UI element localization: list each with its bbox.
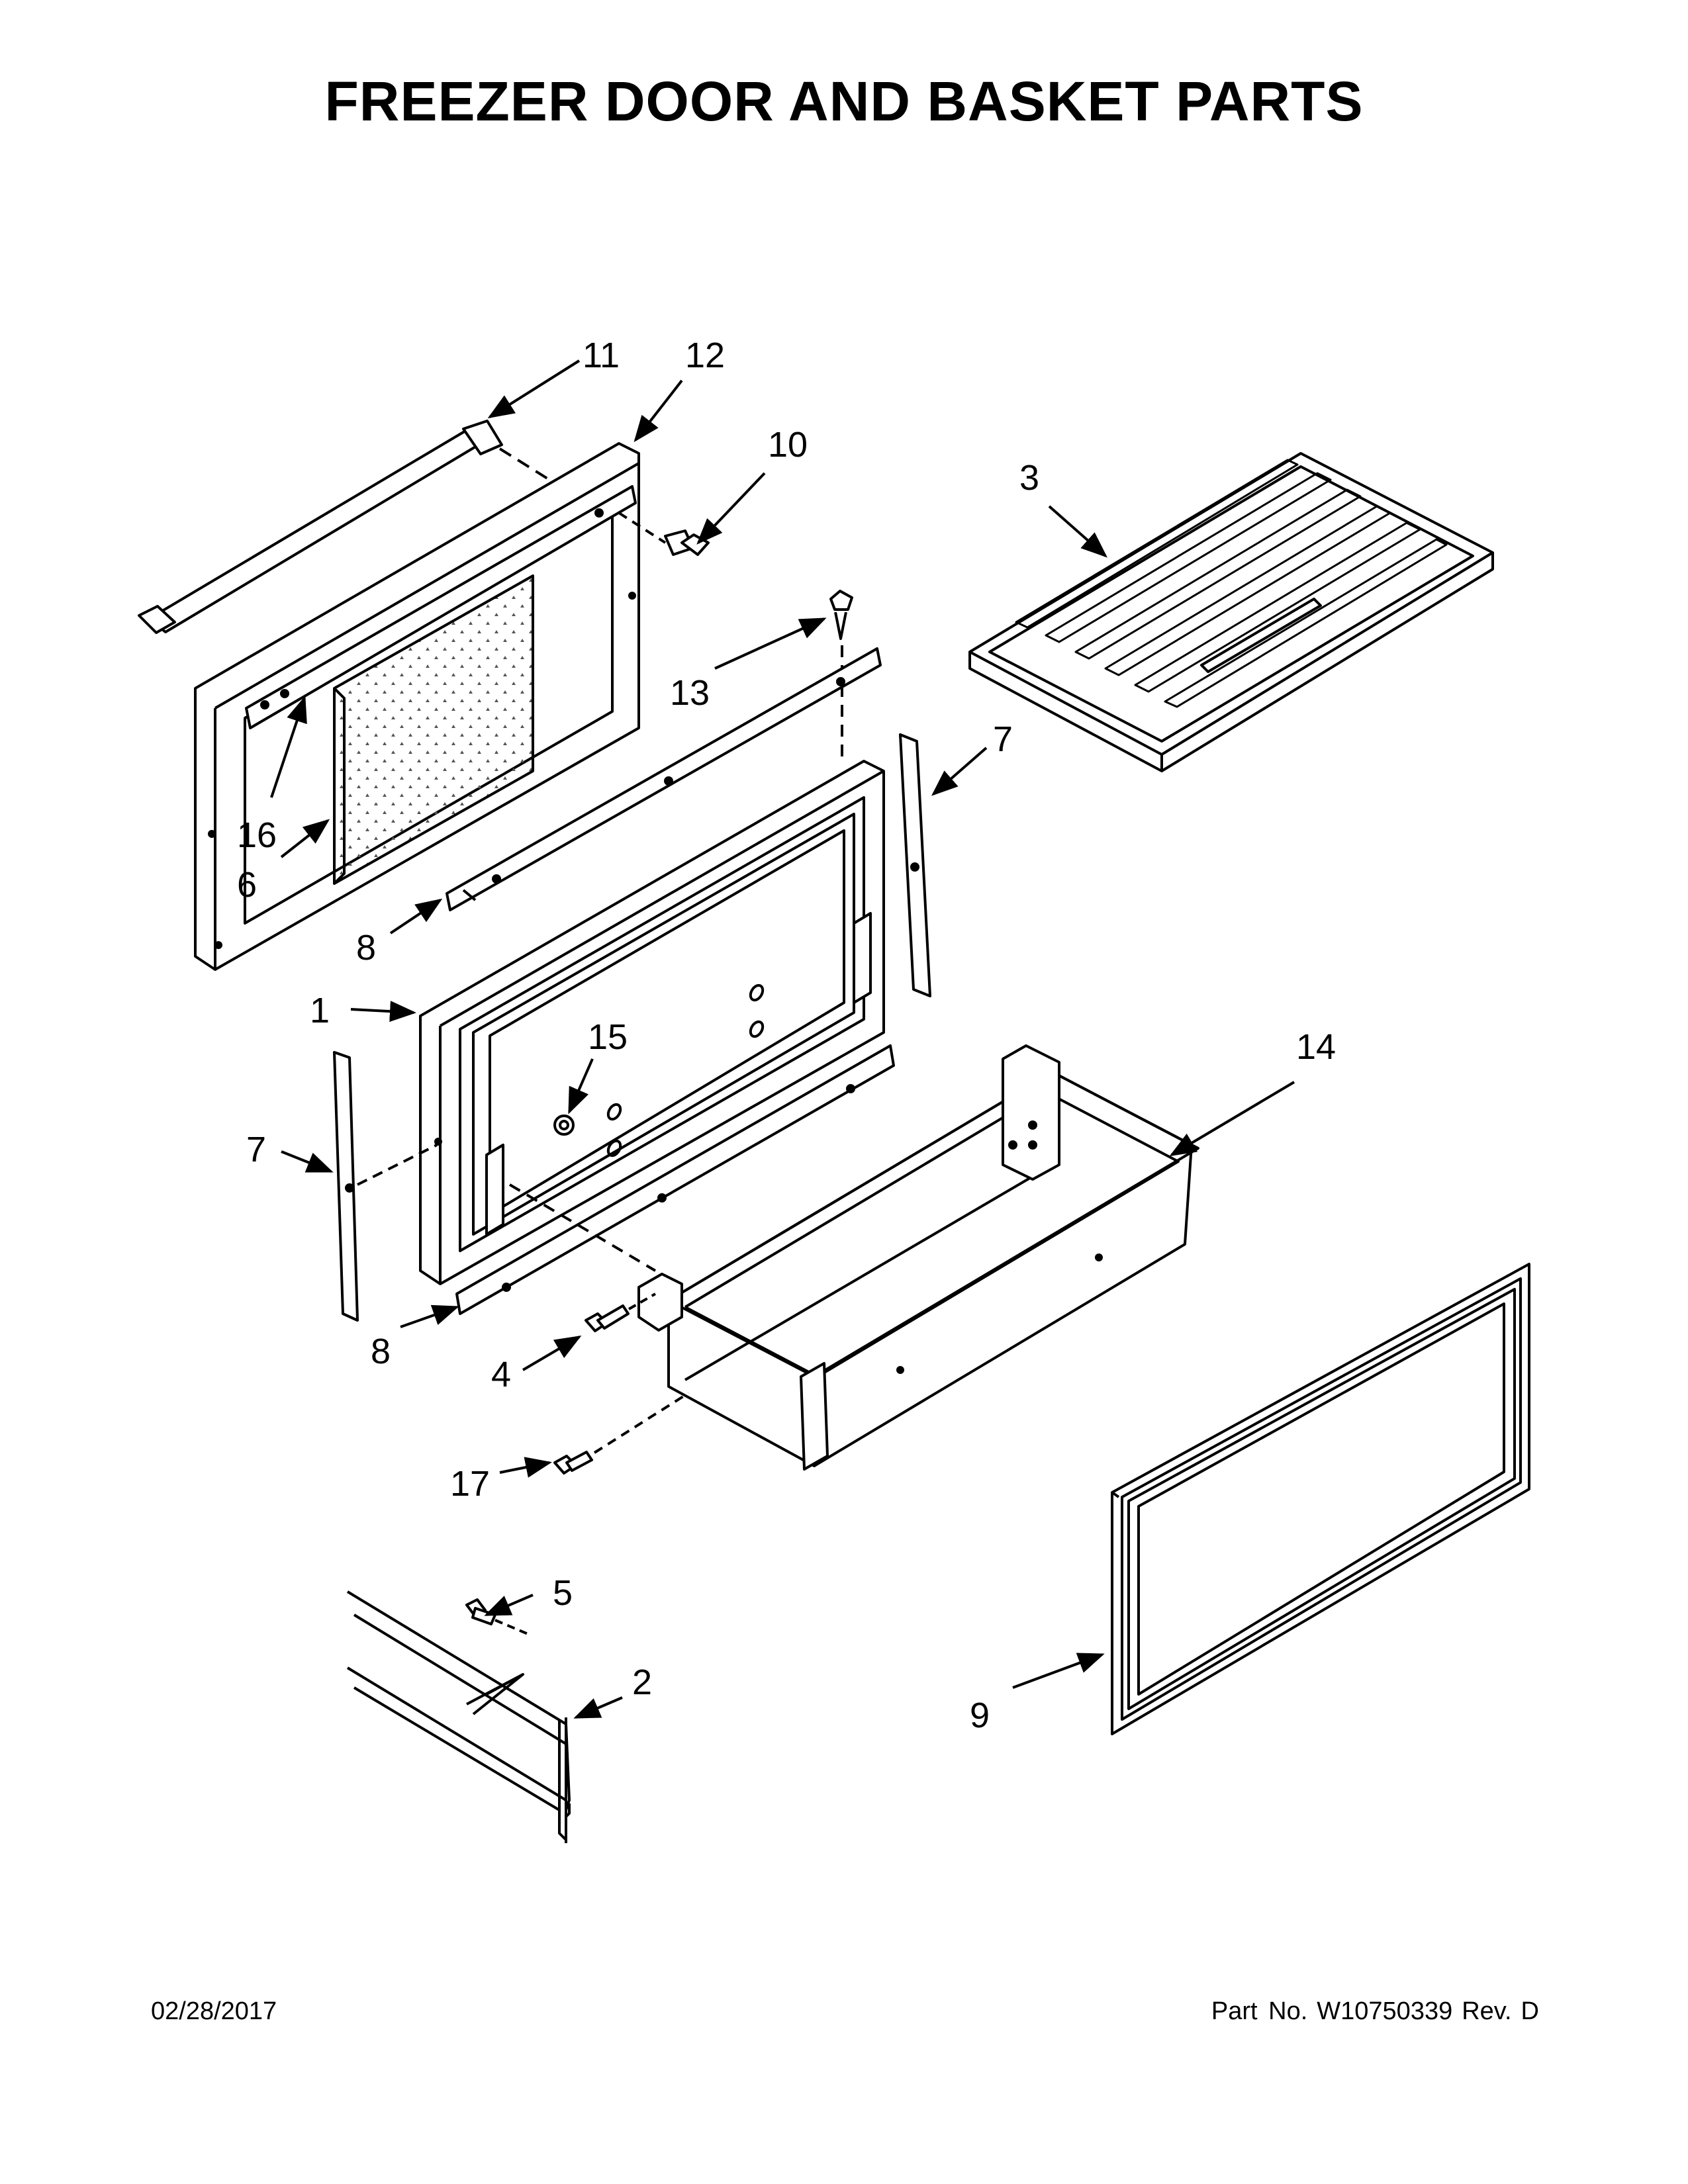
part-8-upper-rail — [445, 647, 882, 911]
callout-11: 11 — [583, 336, 620, 375]
part-14-basket — [637, 1044, 1199, 1471]
callout-7-right: 7 — [993, 719, 1013, 759]
part-17-screw — [553, 1392, 690, 1475]
part-16-mounting-strip — [245, 485, 637, 729]
callout-15: 15 — [588, 1017, 628, 1057]
callout-17: 17 — [450, 1464, 490, 1504]
part-11-handle — [138, 420, 554, 634]
page-title: FREEZER DOOR AND BASKET PARTS — [324, 70, 1364, 132]
callout-2: 2 — [632, 1662, 652, 1702]
callout-3: 3 — [1019, 458, 1039, 498]
rev-value: D — [1521, 1997, 1539, 2025]
part-5-screw — [465, 1598, 530, 1636]
callout-labels: 11 12 10 3 13 7 16 6 8 1 15 14 7 8 4 17 … — [237, 336, 1336, 1735]
callout-12: 12 — [685, 336, 725, 375]
part-3-grate-shelf — [968, 452, 1494, 772]
part-7-right-side-strip — [899, 733, 931, 997]
callout-13: 13 — [670, 673, 710, 713]
callout-9: 9 — [970, 1696, 990, 1735]
callout-7-left: 7 — [246, 1130, 266, 1169]
footer-part-info: Part No. W10750339 Rev. D — [1202, 1997, 1539, 2026]
part-9-gasket — [1111, 1263, 1530, 1735]
part-4-screw — [585, 1293, 656, 1332]
callout-8-lower: 8 — [371, 1332, 391, 1371]
footer-date: 02/28/2017 — [151, 1997, 277, 2025]
callout-6: 6 — [237, 865, 257, 905]
callout-1: 1 — [310, 991, 330, 1030]
callout-arrows — [270, 359, 1295, 1719]
callout-8-upper: 8 — [356, 928, 376, 968]
callout-4: 4 — [491, 1355, 511, 1394]
part-7-left-side-strip — [333, 1051, 438, 1322]
part-2-front-trim — [346, 1590, 571, 1843]
callout-5: 5 — [553, 1573, 573, 1613]
part-15-nut — [553, 1115, 575, 1136]
part-6-insulation-panel — [333, 574, 534, 885]
part-no-label: Part No. — [1211, 1997, 1308, 2025]
part-13-screw — [829, 590, 853, 761]
part-no-value: W10750339 — [1317, 1997, 1453, 2025]
callout-14: 14 — [1296, 1027, 1336, 1067]
callout-16: 16 — [237, 815, 277, 855]
rev-label: Rev. — [1462, 1997, 1512, 2025]
callout-10: 10 — [768, 425, 808, 465]
part-1-inner-door — [419, 760, 885, 1285]
